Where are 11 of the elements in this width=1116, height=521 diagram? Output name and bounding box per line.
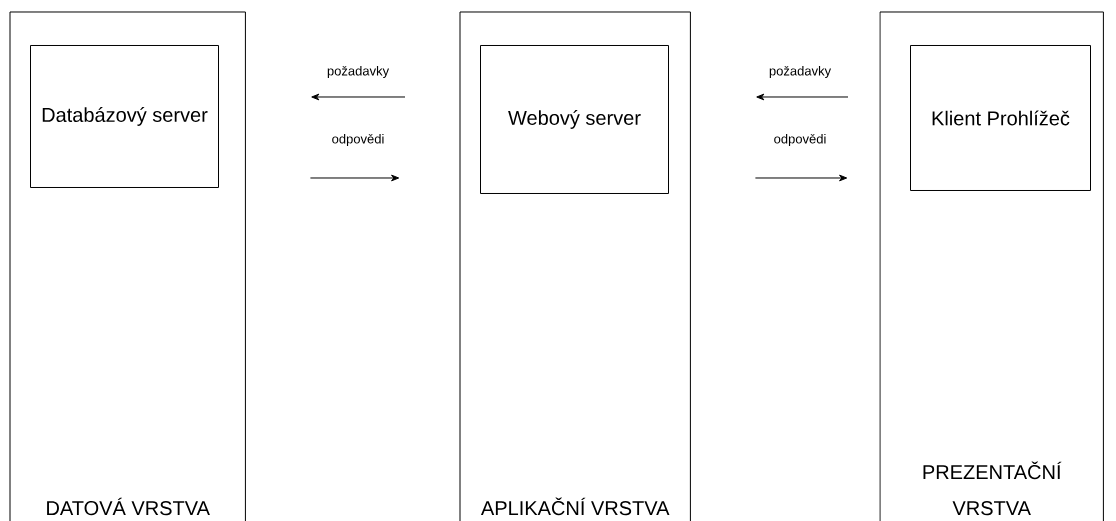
edge-label: odpovědi (330, 132, 386, 148)
edge-label: odpovědi (772, 132, 828, 148)
arrow (756, 93, 849, 101)
arrow (311, 93, 406, 101)
server-box: Klient Prohlížeč (910, 45, 1091, 191)
edge-label: požadavky (325, 64, 391, 80)
edge-label: požadavky (767, 64, 833, 80)
server-box: Webový server (480, 45, 669, 194)
server-box: Databázový server (30, 45, 219, 188)
arrow (754, 174, 848, 182)
arrow (309, 174, 400, 182)
